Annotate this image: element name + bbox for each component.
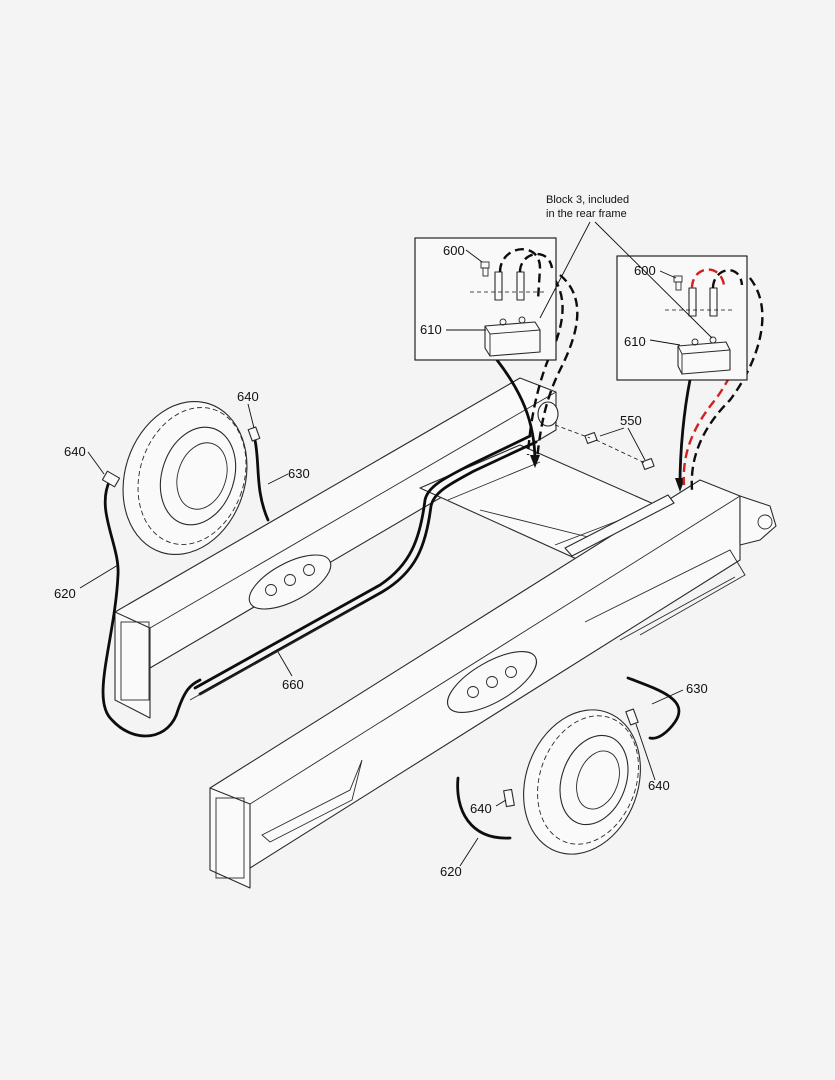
callout-labels: 600 610 600 610 550 640 640 630 620 660 … [54,243,708,879]
inset-left [414,237,557,361]
label-640-right: 640 [648,778,670,793]
label-610-left: 610 [420,322,442,337]
inset-right [616,255,748,381]
left-wheel-motor [122,400,248,556]
block-610-left [484,316,541,357]
note-line-2: in the rear frame [546,208,627,220]
label-620-bottom: 620 [440,864,462,879]
label-600-right: 600 [634,263,656,278]
label-640-bottom: 640 [470,801,492,816]
label-550: 550 [620,413,642,428]
fitting-640-top [247,426,261,442]
fitting-640-left [101,470,121,488]
leader-lines [79,221,713,867]
fitting-600-left [480,261,490,277]
fitting-550-b [641,457,655,471]
fitting-640-right [625,708,639,726]
label-630-right: 630 [686,681,708,696]
right-wheel-motor [523,709,641,855]
fitting-550-a [584,431,598,445]
label-640-top: 640 [237,389,259,404]
label-620-left: 620 [54,586,76,601]
note-block-3: Block 3, included in the rear frame [546,194,629,220]
label-630-left: 630 [288,466,310,481]
label-610-right: 610 [624,334,646,349]
label-660: 660 [282,677,304,692]
note-line-1: Block 3, included [546,194,629,206]
hose-routes [101,267,764,840]
block-610-right [677,336,731,375]
rear-frame [114,377,777,889]
label-600-left: 600 [443,243,465,258]
label-640-left: 640 [64,444,86,459]
fitting-640-bottom [503,788,515,808]
fitting-600-right [673,275,683,291]
